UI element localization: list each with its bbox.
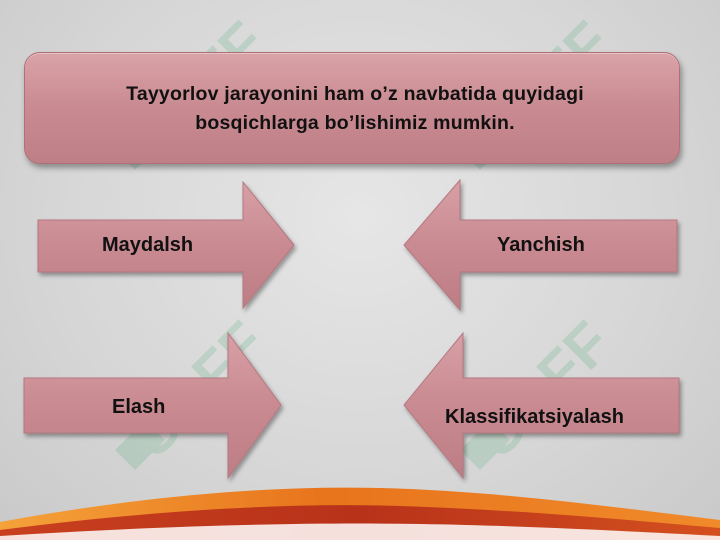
header-line-1: Tayyorlov jarayonini ham o’z navbatida q… (126, 83, 584, 105)
arrow-right-bottom (23, 331, 282, 480)
header-text: Tayyorlov jarayonini ham o’z navbatida q… (40, 80, 670, 138)
label-maydalsh: Maydalsh (102, 234, 194, 256)
arrow-left-top (403, 178, 678, 312)
header-box (24, 52, 680, 164)
header-line-2: bosqichlarga bo’lishimiz mumkin. (195, 112, 515, 134)
bottom-wave (0, 487, 720, 540)
arrow-right-top (37, 180, 295, 310)
label-elash: Elash (112, 396, 166, 418)
label-klassifikatsiyalash: Klassifikatsiyalash (445, 406, 624, 428)
arrow-left-bottom (403, 331, 680, 480)
label-yanchish: Yanchish (497, 234, 585, 256)
